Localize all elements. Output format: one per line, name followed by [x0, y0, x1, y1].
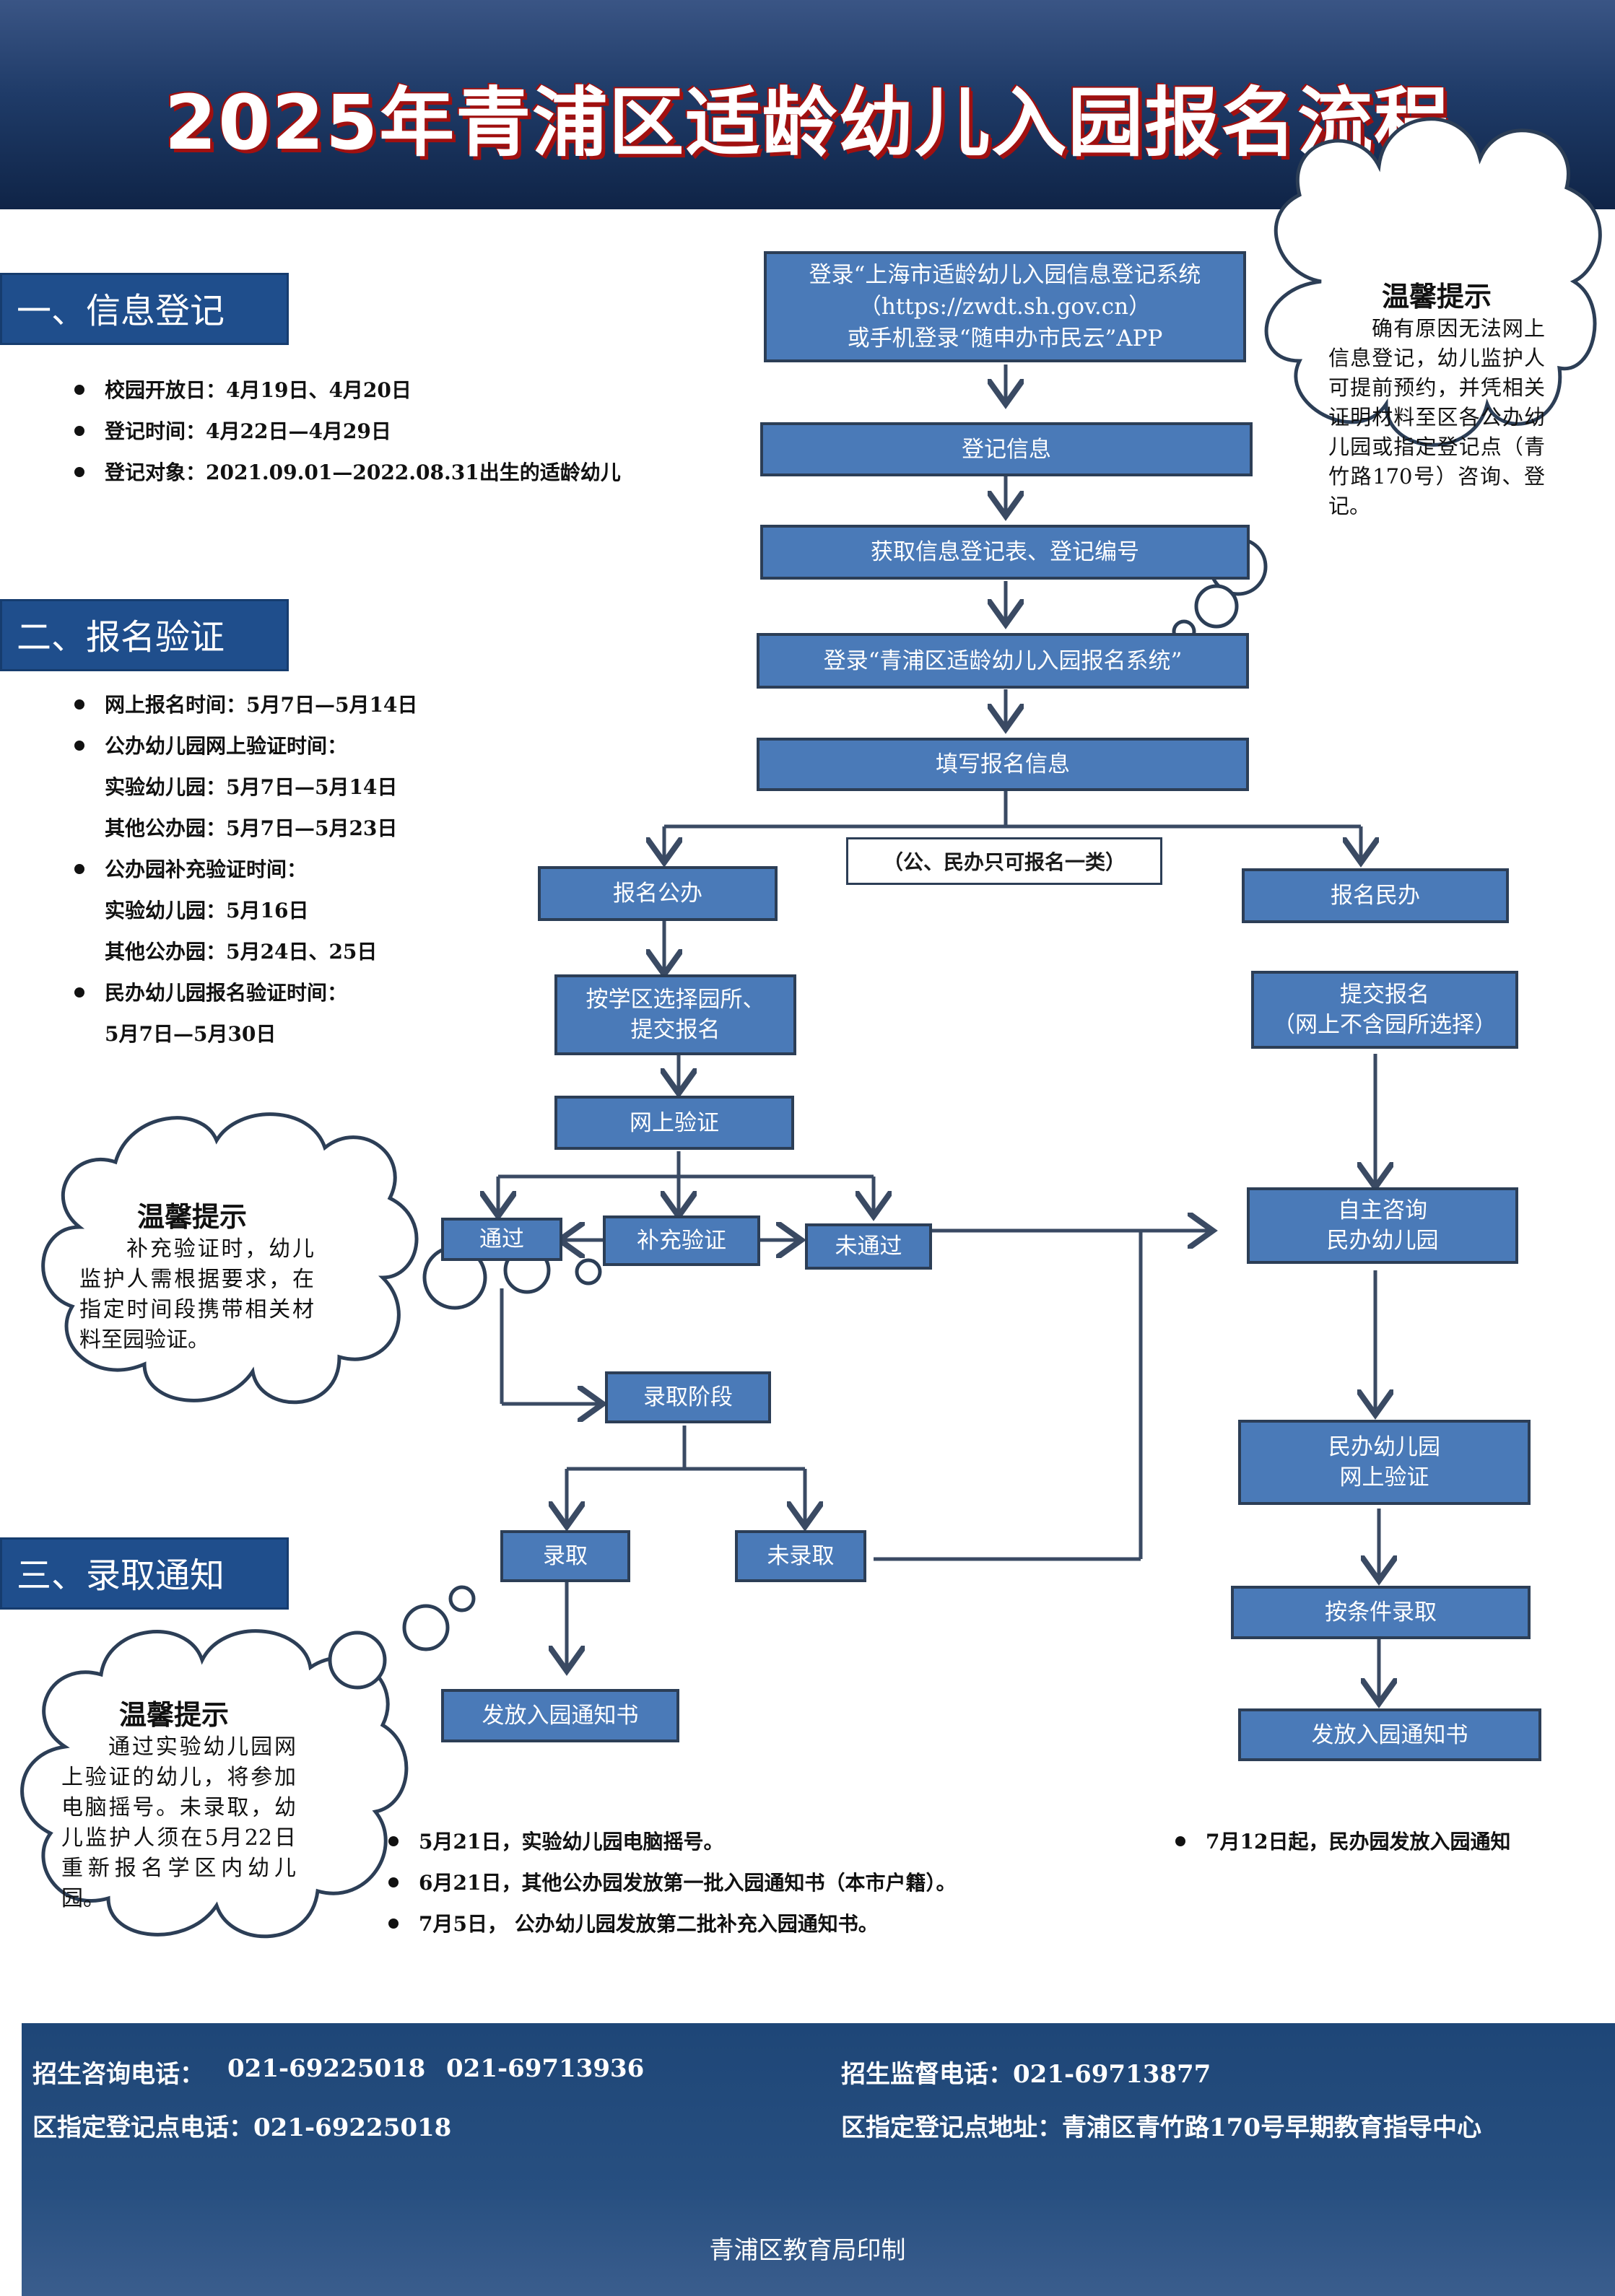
tip-2-title: 温馨提示: [137, 1201, 248, 1233]
not-admitted-box: 未录取: [735, 1530, 866, 1582]
registration-phone: 区指定登记点电话：021-69225018: [32, 2113, 452, 2142]
conditional-admission-box: 按条件录取: [1231, 1586, 1531, 1639]
printer-credit: 青浦区教育局印制: [709, 2236, 906, 2265]
submit-line-2: （网上不含园所选择）: [1273, 1012, 1497, 1038]
list-item: 7月5日， 公办幼儿园发放第二批补充入园通知书。: [375, 1903, 956, 1944]
list-item: 7月12日起，民办园发放入园通知: [1162, 1821, 1510, 1862]
list-item: 网上报名时间：5月7日—5月14日: [61, 684, 417, 725]
list-item: 公办园补充验证时间：: [61, 849, 417, 890]
choose-line-2: 提交报名: [630, 1017, 721, 1043]
list-item: 实验幼儿园：5月16日: [105, 899, 309, 922]
supplementary-verify-box: 补充验证: [603, 1215, 760, 1266]
admission-list: 5月21日，实验幼儿园电脑摇号。 6月21日，其他公办园发放第一批入园通知书（本…: [375, 1821, 956, 1944]
private-submit-box: 提交报名 （网上不含园所选择）: [1251, 971, 1518, 1049]
list-item: 其他公办园：5月24日、25日: [105, 940, 378, 964]
tip-1-text: 确有原因无法网上信息登记，幼儿监护人可提前预约，并凭相关证明材料至区各公办幼儿园…: [1328, 316, 1545, 518]
list-item: 登记对象：2021.09.01—2022.08.31出生的适龄幼儿: [61, 452, 621, 493]
registration-address: 区指定登记点地址：青浦区青竹路170号早期教育指导中心: [841, 2113, 1481, 2142]
consult-phone-1: 021-69225018: [227, 2054, 426, 2083]
consult-phone-2: 021-69713936: [446, 2054, 645, 2083]
tip-3-text: 通过实验幼儿园网上验证的幼儿，将参加电脑摇号。未录取，幼儿监护人须在5月22日重…: [61, 1734, 296, 1911]
list-item: 5月21日，实验幼儿园电脑摇号。: [375, 1821, 956, 1862]
list-item: 登记时间：4月22日—4月29日: [61, 411, 621, 452]
choose-line-1: 按学区选择园所、: [586, 987, 765, 1013]
section-info-registration: 一、信息登记: [0, 273, 289, 345]
login-line-1: 登录“上海市适龄幼儿入园信息登记系统: [809, 262, 1201, 288]
supervise-phone: 招生监督电话：021-69713877: [841, 2060, 1211, 2089]
private-online-verify-box: 民办幼儿园 网上验证: [1238, 1420, 1531, 1505]
submit-line-1: 提交报名: [1340, 982, 1429, 1008]
list-item: 公办幼儿园网上验证时间：: [61, 725, 417, 767]
tip-2-content: 温馨提示 补充验证时，幼儿监护人需根据要求，在指定时间段携带相关材料至园验证。: [79, 1195, 314, 1356]
pass-box: 通过: [441, 1218, 562, 1261]
list-item: 校园开放日：4月19日、4月20日: [61, 370, 621, 411]
section-admission-notice: 三、录取通知: [0, 1537, 289, 1610]
login-line-3: 或手机登录“随申办市民云”APP: [847, 326, 1163, 352]
cloud-tip-3: [20, 1585, 476, 1939]
public-signup-box: 报名公办: [538, 866, 778, 921]
footer-panel: [22, 2023, 1615, 2296]
verify-list: 网上报名时间：5月7日—5月14日 公办幼儿园网上验证时间： 实验幼儿园：5月7…: [61, 684, 417, 1055]
public-notice-box: 发放入园通知书: [441, 1689, 679, 1742]
login-line-2: （https://zwdt.sh.gov.cn）: [858, 294, 1152, 320]
admission-stage-box: 录取阶段: [605, 1371, 771, 1423]
fail-box: 未通过: [805, 1223, 932, 1270]
login-qingpu-system-box: 登录“青浦区适龄幼儿入园报名系统”: [757, 633, 1249, 689]
consult-line-2: 民办幼儿园: [1326, 1228, 1439, 1254]
consult-line-1: 自主咨询: [1338, 1197, 1427, 1223]
private-consult-box: 自主咨询 民办幼儿园: [1247, 1187, 1518, 1264]
register-info-box: 登记信息: [760, 422, 1253, 476]
tip-1-content: 温馨提示 确有原因无法网上信息登记，幼儿监护人可提前预约，并凭相关证明材料至区各…: [1328, 274, 1545, 521]
private-signup-box: 报名民办: [1242, 868, 1509, 923]
section-signup-verification: 二、报名验证: [0, 599, 289, 671]
list-item: 5月7日—5月30日: [105, 1022, 277, 1046]
login-shanghai-system-box: 登录“上海市适龄幼儿入园信息登记系统 （https://zwdt.sh.gov.…: [764, 251, 1246, 362]
list-item: 6月21日，其他公办园发放第一批入园通知书（本市户籍）。: [375, 1862, 956, 1903]
tip-3-title: 温馨提示: [119, 1699, 230, 1731]
online-verify-box: 网上验证: [554, 1096, 794, 1150]
fill-info-box: 填写报名信息: [757, 738, 1249, 791]
info-list: 校园开放日：4月19日、4月20日 登记时间：4月22日—4月29日 登记对象：…: [61, 370, 621, 493]
tip-3-content: 温馨提示 通过实验幼儿园网上验证的幼儿，将参加电脑摇号。未录取，幼儿监护人须在5…: [61, 1693, 296, 1914]
consult-phone-label: 招生咨询电话：: [32, 2060, 204, 2089]
one-type-note: （公、民办只可报名一类）: [846, 837, 1162, 885]
admitted-box: 录取: [500, 1530, 630, 1582]
priv-verify-line-2: 网上验证: [1339, 1465, 1429, 1490]
get-form-box: 获取信息登记表、登记编号: [760, 525, 1250, 580]
private-notice-list: 7月12日起，民办园发放入园通知: [1162, 1821, 1510, 1862]
private-notice-box: 发放入园通知书: [1238, 1708, 1541, 1761]
list-item: 民办幼儿园报名验证时间：: [61, 972, 417, 1013]
choose-school-box: 按学区选择园所、 提交报名: [554, 974, 796, 1055]
page-title: 2025年青浦区适龄幼儿入园报名流程: [164, 79, 1451, 167]
tip-1-title: 温馨提示: [1381, 281, 1492, 313]
priv-verify-line-1: 民办幼儿园: [1328, 1434, 1440, 1460]
list-item: 其他公办园：5月7日—5月23日: [105, 816, 398, 840]
tip-2-text: 补充验证时，幼儿监护人需根据要求，在指定时间段携带相关材料至园验证。: [79, 1236, 314, 1353]
list-item: 实验幼儿园：5月7日—5月14日: [105, 775, 398, 799]
